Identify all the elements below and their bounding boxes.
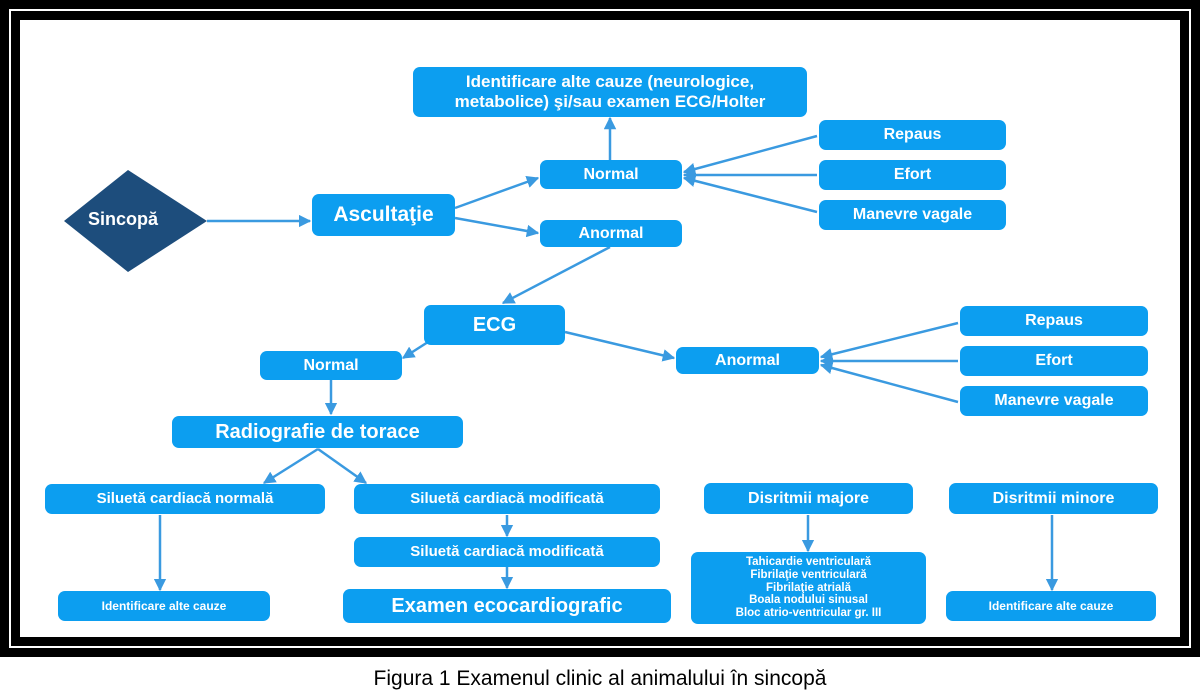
arrow-manevre-normal-top [682, 174, 818, 214]
figure-caption: Figura 1 Examenul clinic al animalului î… [373, 667, 827, 690]
arrow-repaus-anormal-ecg [819, 321, 959, 361]
manevre-ecg-box: Manevre vagale [960, 386, 1148, 416]
efort-top-box: Efort [819, 160, 1006, 190]
sincopa-diamond [64, 170, 207, 272]
list-item: Fibrilaţie ventriculară [750, 568, 867, 581]
anormal-top-box: Anormal [540, 220, 682, 247]
identificare-top-line1: Identificare alte cauze (neurologice, [465, 71, 755, 91]
silueta-normala-box: Siluetă cardiacă normală [45, 484, 325, 514]
frame-inner-border [9, 9, 1191, 648]
arrow-auscultatie-normal [454, 175, 540, 210]
efort-ecg-box: Efort [960, 346, 1148, 376]
manevre-top-box: Manevre vagale [819, 200, 1006, 230]
arrow-ecg-anormal [564, 330, 676, 362]
arrow-repaus-normal-top [682, 134, 818, 176]
repaus-ecg-box: Repaus [960, 306, 1148, 336]
silueta-modificata-box-2: Siluetă cardiacă modificată [354, 537, 660, 567]
identificare-left-box: Identificare alte cauze [58, 591, 270, 621]
identificare-right-box: Identificare alte cauze [946, 591, 1156, 621]
normal-ecg-box: Normal [260, 351, 402, 380]
examen-eco-box: Examen ecocardiografic [343, 589, 671, 623]
arrow-ecg-normal [401, 340, 429, 360]
arrow-radiografie-normala [262, 447, 319, 485]
anormal-ecg-box: Anormal [676, 347, 819, 374]
list-item: Tahicardie ventriculară [745, 555, 872, 568]
sincopa-label: Sincopă [88, 209, 159, 229]
arrow-anormal-ecg [501, 245, 611, 305]
auscultatie-box: Ascultaţie [312, 194, 455, 236]
normal-top-box: Normal [540, 160, 682, 189]
disritmii-majore-box: Disritmii majore [704, 483, 913, 514]
list-item: Fibrilaţie atrială [765, 581, 851, 594]
ecg-box: ECG [424, 305, 565, 345]
arrow-radiografie-modificata [317, 447, 368, 485]
identificare-top-box: Identificare alte cauze (neurologice, me… [413, 67, 807, 117]
list-item: Bloc atrio-ventricular gr. III [735, 607, 882, 620]
repaus-top-box: Repaus [819, 120, 1006, 150]
arrow-manevre-anormal-ecg [819, 361, 959, 404]
radiografie-box: Radiografie de torace [172, 416, 463, 448]
arrow-auscultatie-anormal [454, 216, 540, 238]
connector-arrows [64, 116, 1059, 592]
list-item: Boala nodului sinusal [749, 594, 868, 607]
disritmii-minore-box: Disritmii minore [949, 483, 1158, 514]
identificare-top-line2: metabolice) şi/sau examen ECG/Holter [454, 92, 766, 111]
disritmii-majore-list-box: Tahicardie ventriculară Fibrilaţie ventr… [691, 552, 926, 624]
silueta-modificata-box-1: Siluetă cardiacă modificată [354, 484, 660, 514]
